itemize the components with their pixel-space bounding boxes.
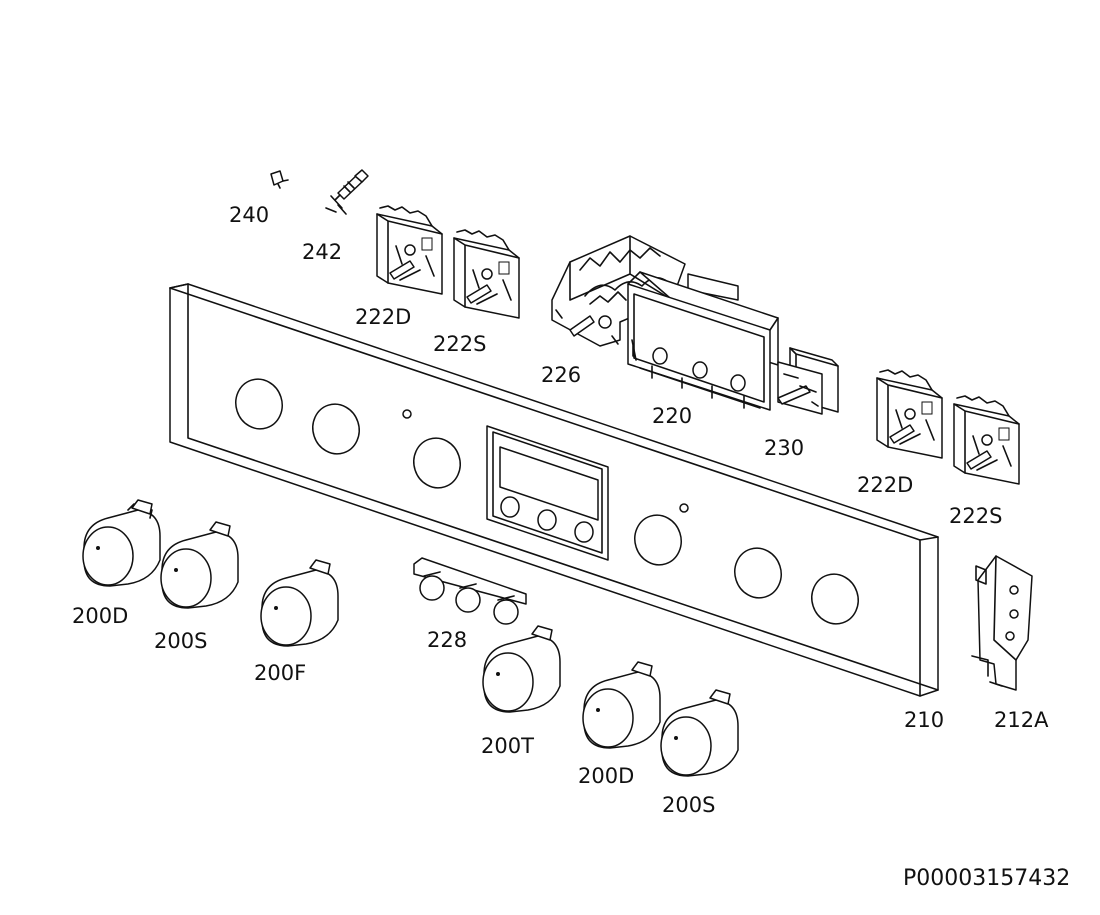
- control-panel-210: [169, 283, 939, 697]
- label-242: 242: [302, 240, 342, 264]
- regulator-222d-right: [876, 369, 943, 459]
- label-228: 228: [427, 628, 467, 652]
- label-200d-left: 200D: [72, 604, 128, 628]
- label-200t: 200T: [481, 734, 534, 758]
- label-210: 210: [904, 708, 944, 732]
- regulator-222d-top: [376, 205, 443, 295]
- knob-200t: [482, 625, 561, 713]
- thermostat-230: [777, 347, 839, 415]
- label-200d-right: 200D: [578, 764, 634, 788]
- knob-200s-left: [160, 521, 239, 609]
- bracket-212a: [971, 555, 1033, 691]
- knob-200s-right: [660, 689, 739, 777]
- button-strip-228: [413, 557, 527, 625]
- label-200s-left: 200S: [154, 629, 207, 653]
- label-222d-top: 222D: [355, 305, 411, 329]
- knob-200d-right: [582, 661, 661, 749]
- knob-200d-left: [82, 499, 161, 587]
- label-222d-right: 222D: [857, 473, 913, 497]
- label-226: 226: [541, 363, 581, 387]
- diagram-reference-number: P00003157432: [903, 866, 1070, 891]
- label-222s-right: 222S: [949, 504, 1002, 528]
- timer-module-220: [627, 271, 779, 411]
- label-200f: 200F: [254, 661, 306, 685]
- label-200s-right: 200S: [662, 793, 715, 817]
- label-212a: 212A: [994, 708, 1049, 732]
- label-222s-top: 222S: [433, 332, 486, 356]
- clip-240: [270, 170, 289, 189]
- label-230: 230: [764, 436, 804, 460]
- lamp-holder-242: [325, 169, 369, 215]
- regulator-222s-right: [953, 395, 1020, 485]
- label-240: 240: [229, 203, 269, 227]
- knob-200f: [260, 559, 339, 647]
- label-220: 220: [652, 404, 692, 428]
- regulator-222s-top: [453, 229, 520, 319]
